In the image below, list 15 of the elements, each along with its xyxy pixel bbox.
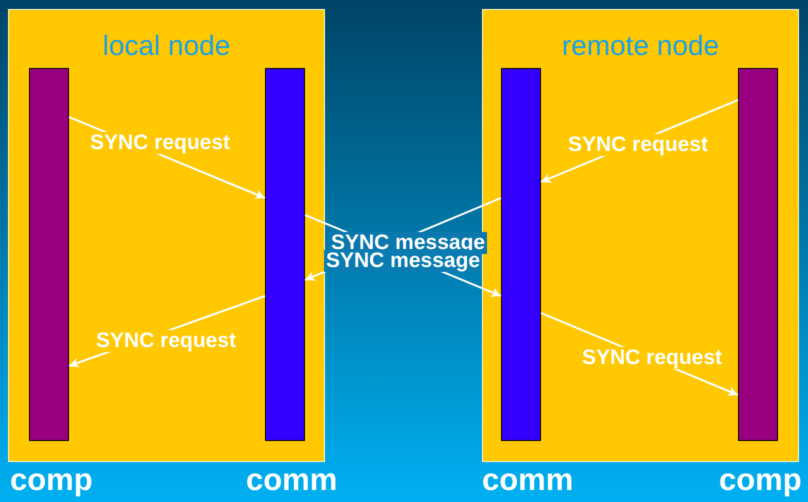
- edge-label: SYNC message: [324, 250, 482, 272]
- lifeline-label: comp: [10, 462, 93, 498]
- edge-label: SYNC request: [88, 132, 232, 154]
- node-title: local node: [102, 30, 230, 62]
- edge-label: SYNC request: [94, 330, 238, 352]
- node-title: remote node: [562, 30, 720, 62]
- arrow: [68, 295, 266, 368]
- lifeline-label: comp: [719, 462, 802, 498]
- arrow: [540, 99, 738, 183]
- arrow: [540, 312, 738, 396]
- edge-label: SYNC request: [580, 347, 724, 369]
- edge-label: SYNC request: [566, 134, 710, 156]
- arrow: [68, 116, 266, 199]
- lifeline-label: comm: [246, 462, 338, 498]
- lifeline-label: comm: [482, 462, 574, 498]
